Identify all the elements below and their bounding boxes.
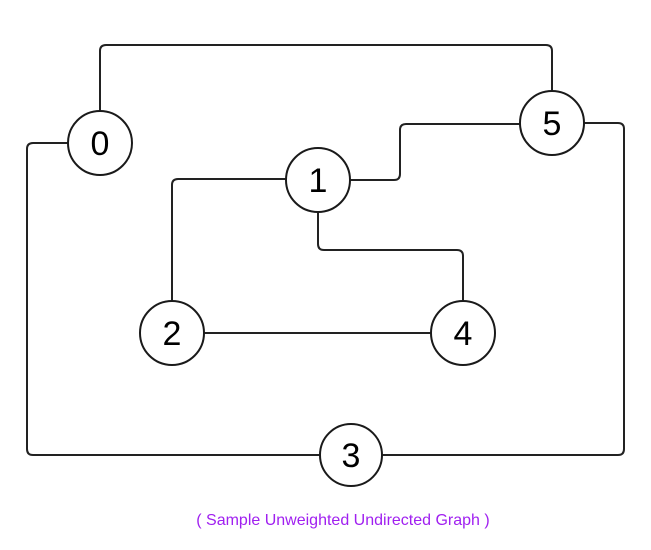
node-label-3: 3 <box>342 437 361 475</box>
node-label-1: 1 <box>309 162 328 200</box>
edge-1-4 <box>317 212 464 301</box>
node-label-4: 4 <box>454 315 473 353</box>
node-2[interactable]: 2 <box>139 300 205 366</box>
node-label-5: 5 <box>543 105 562 143</box>
edge-1-2 <box>171 178 286 301</box>
node-0[interactable]: 0 <box>67 110 133 176</box>
node-label-0: 0 <box>91 125 110 163</box>
edge-0-3 <box>26 142 320 456</box>
node-circle-3[interactable] <box>319 423 383 487</box>
node-4[interactable]: 4 <box>430 300 496 366</box>
node-3[interactable]: 3 <box>319 423 383 487</box>
edges-group <box>26 44 625 456</box>
edge-0-5 <box>99 44 553 111</box>
edge-1-5 <box>350 123 520 181</box>
figure-caption: ( Sample Unweighted Undirected Graph ) <box>196 512 489 529</box>
node-circle-1[interactable] <box>285 147 351 213</box>
node-label-2: 2 <box>163 315 182 353</box>
node-1[interactable]: 1 <box>285 147 351 213</box>
node-circle-0[interactable] <box>67 110 133 176</box>
node-circle-5[interactable] <box>519 90 585 156</box>
nodes-group: 0 1 2 3 4 5 <box>67 90 585 487</box>
node-circle-2[interactable] <box>139 300 205 366</box>
node-circle-4[interactable] <box>430 300 496 366</box>
node-5[interactable]: 5 <box>519 90 585 156</box>
edge-5-3 <box>382 122 625 456</box>
